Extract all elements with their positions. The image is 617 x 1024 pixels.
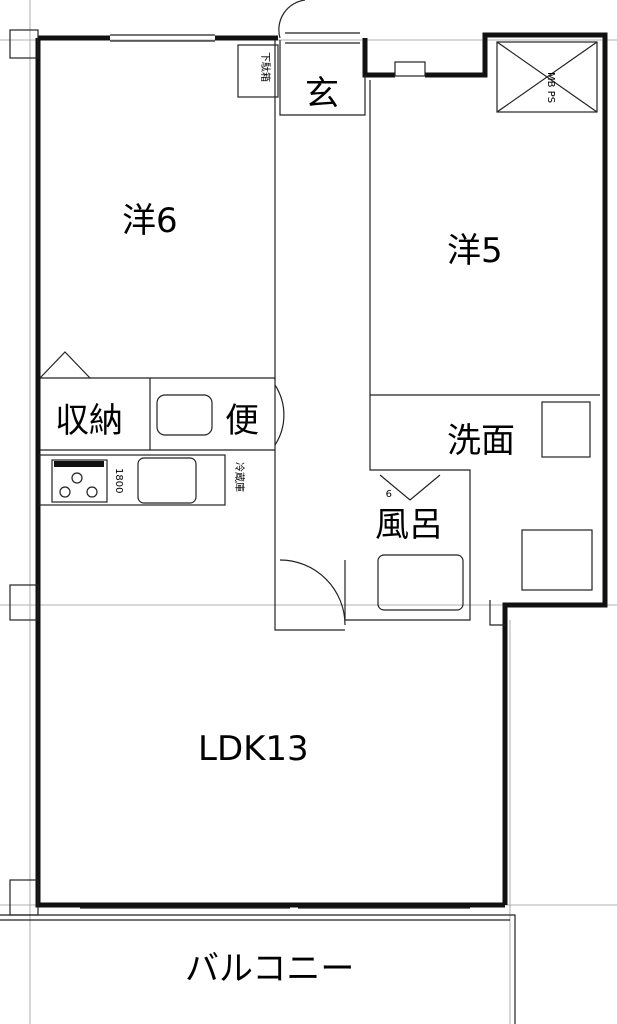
bathtub-icon	[377, 554, 464, 611]
balcony-label: バルコニー	[185, 949, 354, 989]
wash-basin-icon	[541, 401, 591, 458]
refrigerator-label: 冷蔵庫	[233, 462, 246, 492]
room-toilet-label: 便	[225, 401, 259, 441]
room-ldk-label: LDK13	[198, 729, 309, 769]
room-western5-label: 洋5	[447, 231, 503, 271]
toilet-icon	[156, 394, 213, 436]
stove-icon	[51, 459, 108, 503]
room-western6-label: 洋6	[122, 201, 178, 241]
kitchen-counter: 1800 冷蔵庫	[39, 454, 246, 506]
room-storage-label: 収納	[55, 401, 123, 441]
kitchen-sink-icon	[137, 457, 197, 504]
mb-ps-label: MB PS	[545, 72, 556, 103]
shoe-cabinet-label: 下駄箱	[259, 52, 272, 82]
room-bath-label: 風呂	[375, 505, 443, 545]
doors	[39, 0, 346, 626]
mb-ps-shaft: MB PS	[496, 41, 598, 113]
kitchen-length-label: 1800	[113, 468, 124, 493]
room-washroom-label: 洗面	[447, 421, 515, 461]
balcony	[0, 907, 516, 1024]
room-entrance-label: 玄	[305, 74, 339, 114]
outer-walls	[9, 29, 608, 916]
interior-walls	[40, 40, 600, 631]
washing-machine-icon	[521, 529, 593, 591]
bath-mark-label: 9	[386, 487, 392, 498]
fixtures: 9 下駄箱	[156, 52, 593, 611]
